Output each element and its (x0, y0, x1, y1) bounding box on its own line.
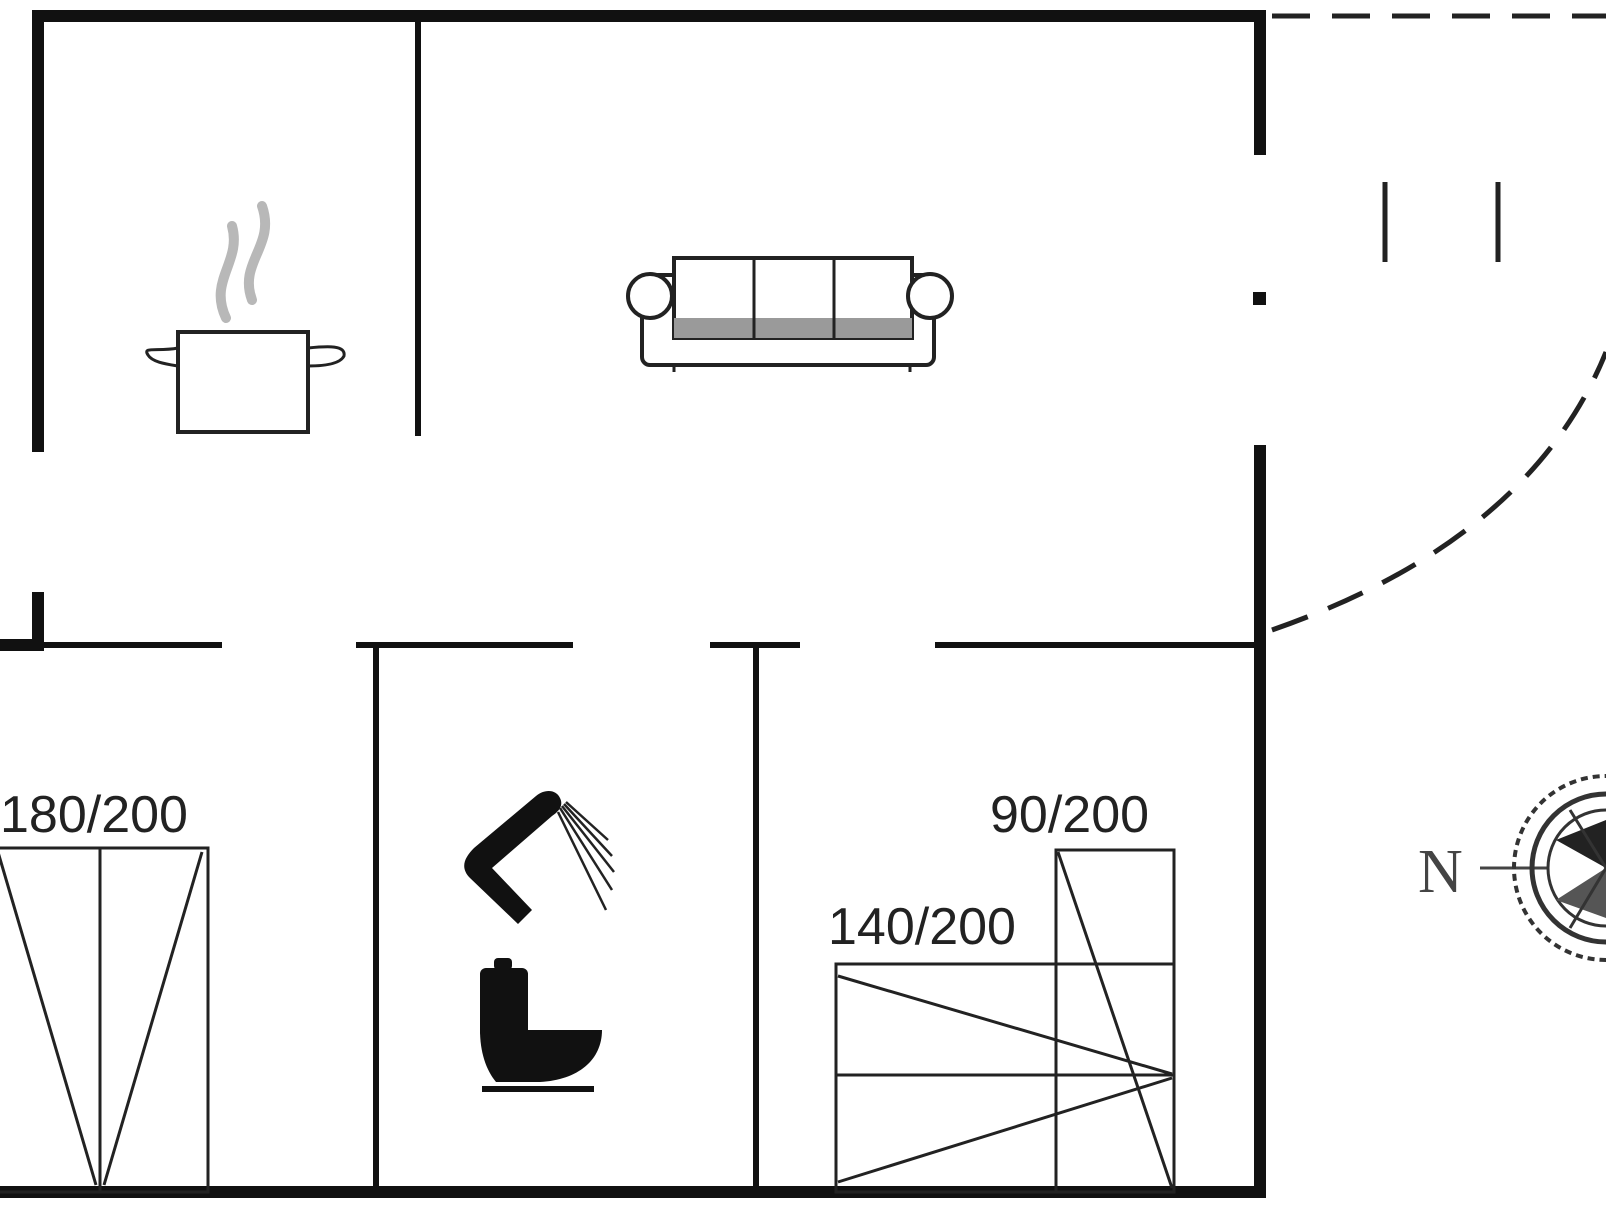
interior-walls (38, 16, 1260, 1192)
compass-north-label: N (1418, 838, 1463, 906)
bed-label-90-200: 90/200 (990, 786, 1149, 844)
outer-walls (0, 10, 1266, 1198)
cooking-pot-icon (145, 201, 346, 434)
compass-rose-icon: N (1418, 774, 1606, 962)
shower-icon (464, 790, 615, 924)
bed-180-200: 180/200 (0, 786, 210, 1194)
bed-90-200: 90/200 (990, 786, 1176, 1194)
sofa-icon (626, 256, 954, 372)
bed-label-180-200: 180/200 (0, 786, 188, 844)
toilet-icon (480, 958, 602, 1092)
bed-label-140-200: 140/200 (828, 898, 1016, 956)
bed-140-200: 140/200 (828, 898, 1176, 1194)
terrace-outline (1271, 13, 1606, 633)
